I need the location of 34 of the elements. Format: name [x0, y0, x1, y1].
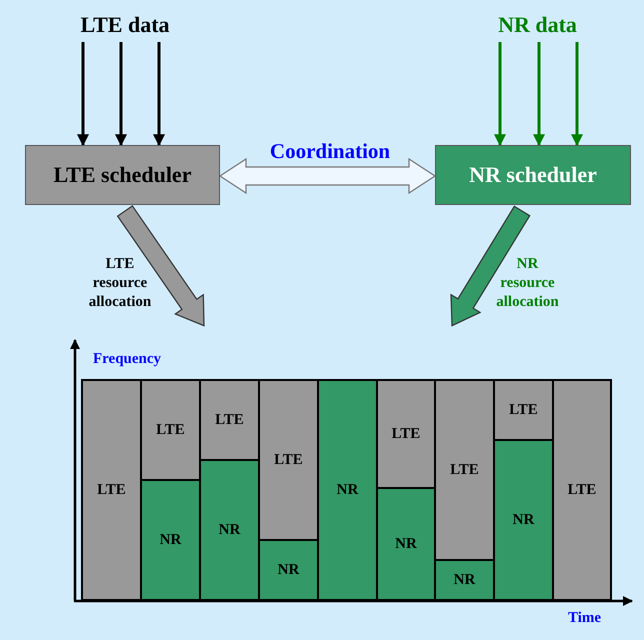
edge-label: Coordination [268, 142, 392, 161]
allocation-block: NR [494, 440, 553, 600]
block-arrow [450, 205, 531, 327]
allocation-block: NR [259, 540, 318, 600]
arrow [494, 42, 506, 146]
arrow [115, 42, 127, 146]
data-source-label: NR data [470, 8, 605, 42]
arrow [571, 42, 583, 146]
arrow [77, 42, 89, 146]
allocation-block: LTE [553, 380, 611, 600]
block-arrow [116, 205, 205, 327]
edge-label: NR resource allocation [495, 255, 560, 312]
allocation-block: NR [318, 380, 377, 600]
allocation-block: LTE [435, 380, 494, 560]
allocation-block: NR [200, 460, 259, 600]
scheduler-box: NR scheduler [435, 145, 631, 205]
data-source-label: LTE data [55, 8, 195, 42]
allocation-block: LTE [200, 380, 259, 460]
block-arrow [218, 158, 436, 194]
allocation-block: LTE [82, 380, 141, 600]
allocation-block: LTE [494, 380, 553, 440]
arrow [533, 42, 545, 146]
axis-label: Time [568, 609, 602, 628]
allocation-block: LTE [141, 380, 200, 480]
allocation-block: NR [141, 480, 200, 600]
time-frequency-chart [81, 379, 612, 601]
allocation-block: LTE [259, 380, 318, 540]
allocation-block: NR [435, 560, 494, 600]
axis-label: Frequency [93, 350, 162, 369]
arrow [153, 42, 165, 146]
allocation-block: NR [377, 488, 435, 600]
scheduler-box: LTE scheduler [25, 145, 220, 205]
edge-label: LTE resource allocation [88, 255, 152, 312]
allocation-block: LTE [377, 380, 435, 488]
